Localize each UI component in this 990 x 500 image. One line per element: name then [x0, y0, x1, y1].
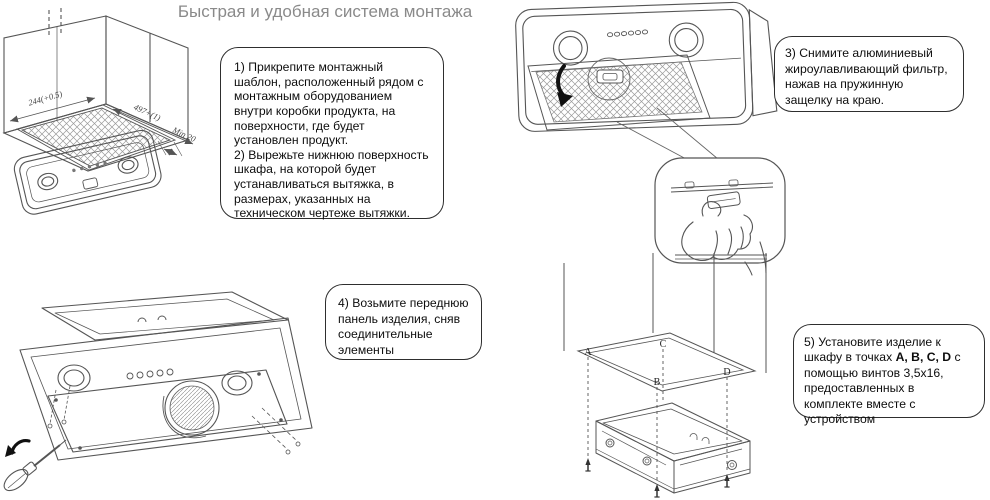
screw-icon [724, 474, 730, 488]
mount-point-c-label: C [660, 339, 667, 350]
front-panel-removal-illustration [3, 291, 313, 492]
alignment-dashed-lines [587, 349, 728, 483]
removal-arrow-icon [556, 64, 573, 107]
filter-removal-illustration [515, 1, 786, 276]
latch-highlight-circle [587, 57, 631, 101]
mount-point-a-label: A [584, 347, 592, 358]
control-buttons [607, 29, 649, 38]
dimension-label-depth: 244(+0.5) [27, 88, 63, 107]
screw-icon [585, 458, 591, 472]
instruction-box-step-5: 5) Установите изделие к шкафу в точках A… [793, 324, 985, 426]
hood-body [515, 1, 778, 132]
control-buttons [72, 161, 107, 173]
screw-icon [654, 484, 660, 498]
instruction-step-4: 4) Возьмите переднюю панель изделия, сня… [338, 296, 469, 357]
hood-underside [19, 291, 313, 461]
instruction-box-step-4: 4) Возьмите переднюю панель изделия, сня… [325, 284, 482, 360]
screw-holes [54, 372, 283, 450]
control-buttons [126, 368, 174, 380]
mounting-points-illustration: A B C D [563, 253, 767, 498]
instruction-step-3: 3) Снимите алюминиевый жироулавливающий … [785, 46, 948, 107]
instruction-step-5: 5) Установите изделие к шкафу в точках A… [804, 335, 974, 427]
grease-filter [527, 54, 711, 131]
instruction-box-steps-1-2: 1) Прикрепите монтажный шаблон, располож… [220, 47, 444, 221]
hood-chassis [595, 402, 751, 494]
instruction-step-5-points: A, B, C, D [895, 350, 952, 365]
mount-point-b-label: B [654, 377, 661, 388]
callout-leader-line [656, 107, 719, 160]
latch-callout [654, 157, 786, 276]
instruction-step-5-suffix: с помощью винтов 3,5x16, предоставленных… [804, 350, 961, 426]
rotate-arrow-icon [5, 439, 31, 457]
instruction-step-2: 2) Вырежьте нижнюю поверхность шкафа, на… [234, 147, 429, 221]
blower-wheel [162, 380, 220, 439]
instruction-step-5-prefix: 5) Установите изделие к шкафу в точках [804, 335, 941, 365]
screwdriver [3, 439, 67, 492]
dimension-lines [9, 96, 194, 157]
hand-pressing-latch [681, 201, 767, 276]
page-title: Быстрая и удобная система монтажа [177, 2, 473, 21]
instruction-step-1: 1) Прикрепите монтажный шаблон, располож… [234, 60, 424, 148]
cabinet-walls [563, 253, 767, 392]
instruction-box-step-3: 3) Снимите алюминиевый жироулавливающий … [774, 36, 964, 112]
mount-point-d-label: D [723, 367, 730, 378]
hood-under-cabinet [13, 129, 162, 215]
callout-leader-line [616, 121, 689, 161]
cabinet-cutout-illustration: 244(+0.5) 497+(1) Min 20 [2, 8, 198, 215]
